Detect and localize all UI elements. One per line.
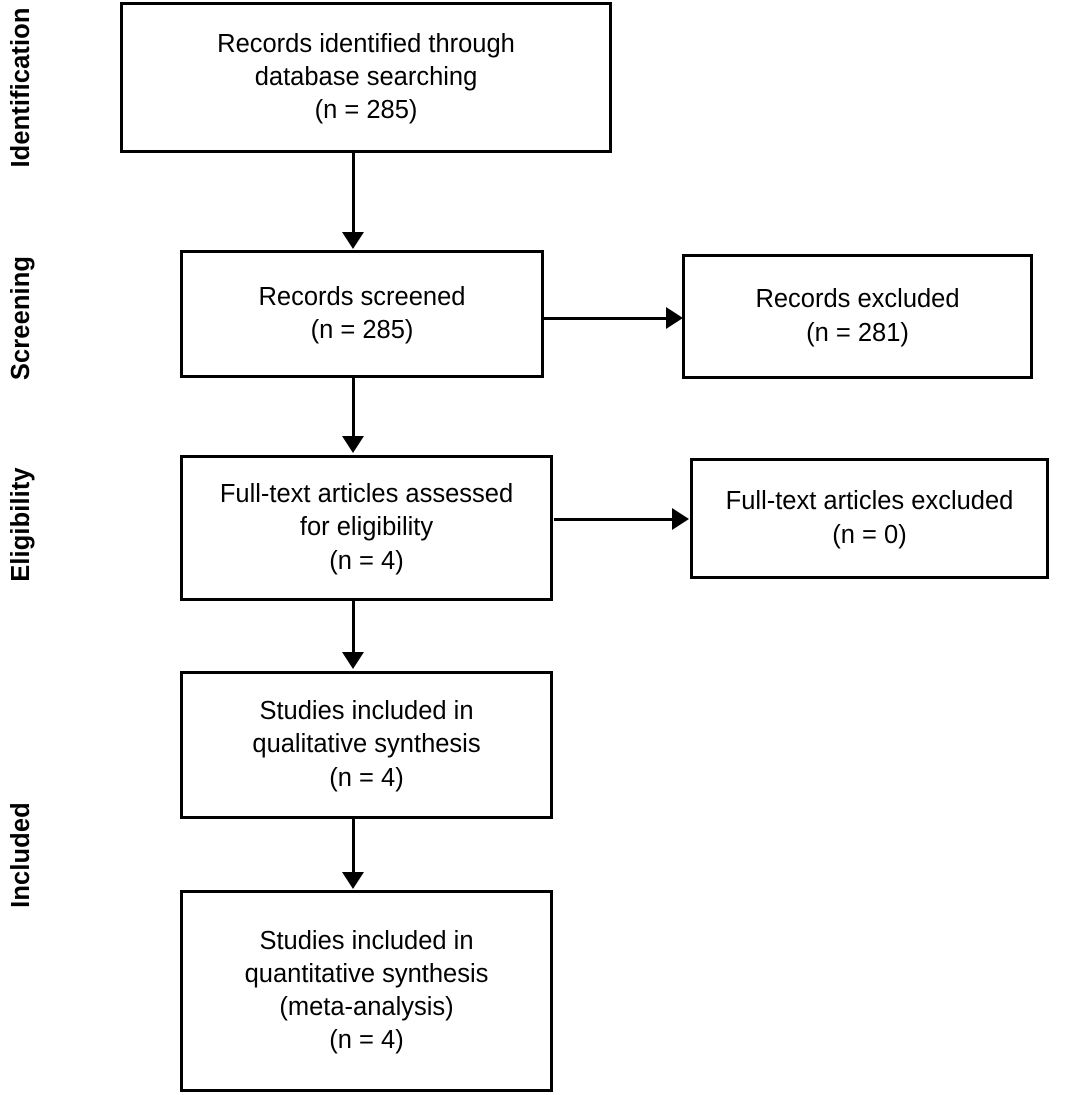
box-studies-quantitative-line-2: quantitative synthesis (244, 959, 489, 988)
box-records-identified: Records identified through database sear… (120, 2, 612, 153)
stage-label-eligibility: Eligibility (7, 467, 35, 582)
box-fulltext-assessed-line-2: for eligibility (299, 513, 434, 542)
box-studies-qualitative: Studies included in qualitative synthesi… (180, 671, 553, 819)
box-studies-quantitative-line-3: (meta-analysis) (279, 993, 454, 1021)
arrowhead-identified-to-screened (342, 232, 364, 249)
box-records-screened-line-2: (n = 285) (310, 316, 414, 344)
box-records-excluded-line-1: Records excluded (755, 285, 960, 314)
box-records-identified-line-1: Records identified through (217, 29, 515, 58)
box-studies-quantitative: Studies included in quantitative synthes… (180, 890, 553, 1092)
box-fulltext-assessed-line-1: Full-text articles assessed (219, 480, 514, 509)
box-records-excluded-line-2: (n = 281) (806, 318, 909, 347)
arrowhead-screened-to-records-excluded (666, 307, 683, 329)
box-fulltext-excluded: Full-text articles excluded (n = 0) (690, 458, 1049, 579)
box-records-identified-line-2: database searching (254, 62, 478, 91)
stage-label-screening: Screening (7, 255, 35, 381)
box-fulltext-assessed: Full-text articles assessed for eligibil… (180, 455, 553, 601)
stage-label-identification: Identification (7, 7, 35, 168)
connector-screened-to-fulltext (352, 378, 355, 438)
connector-fulltext-to-fulltext-excluded (554, 518, 674, 521)
box-records-screened: Records screened (n = 285) (180, 250, 544, 378)
connector-screened-to-records-excluded (544, 317, 669, 320)
arrowhead-screened-to-fulltext (342, 436, 364, 453)
box-studies-quantitative-line-1: Studies included in (259, 926, 474, 955)
box-records-identified-line-3: (n = 285) (314, 96, 418, 125)
arrowhead-fulltext-to-fulltext-excluded (672, 508, 689, 530)
connector-identified-to-screened (352, 152, 355, 234)
box-studies-qualitative-line-2: qualitative synthesis (252, 730, 481, 759)
box-studies-quantitative-line-4: (n = 4) (329, 1026, 404, 1055)
arrowhead-qualitative-to-quantitative (342, 872, 364, 889)
box-studies-qualitative-line-3: (n = 4) (329, 763, 404, 792)
box-fulltext-assessed-line-3: (n = 4) (329, 546, 404, 575)
connector-qualitative-to-quantitative (352, 819, 355, 874)
box-records-excluded: Records excluded (n = 281) (682, 254, 1033, 379)
arrowhead-fulltext-to-qualitative (342, 652, 364, 669)
stage-label-included: Included (7, 802, 35, 908)
box-records-screened-line-1: Records screened (258, 282, 466, 311)
box-fulltext-excluded-line-1: Full-text articles excluded (725, 487, 1014, 516)
box-studies-qualitative-line-1: Studies included in (259, 697, 474, 726)
box-fulltext-excluded-line-2: (n = 0) (832, 520, 907, 549)
connector-fulltext-to-qualitative (352, 601, 355, 654)
